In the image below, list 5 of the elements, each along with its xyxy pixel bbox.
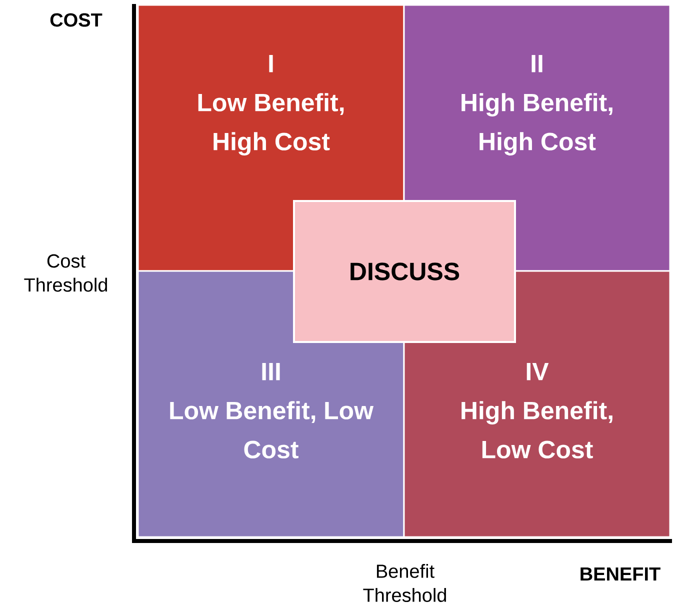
axis-label: Benefit Threshold bbox=[363, 564, 446, 602]
axis-label: BENEFIT bbox=[580, 567, 660, 581]
axis-label: Cost Threshold bbox=[24, 254, 107, 292]
axis-label: COST bbox=[50, 13, 102, 27]
center-box: DISCUSS bbox=[293, 200, 516, 343]
